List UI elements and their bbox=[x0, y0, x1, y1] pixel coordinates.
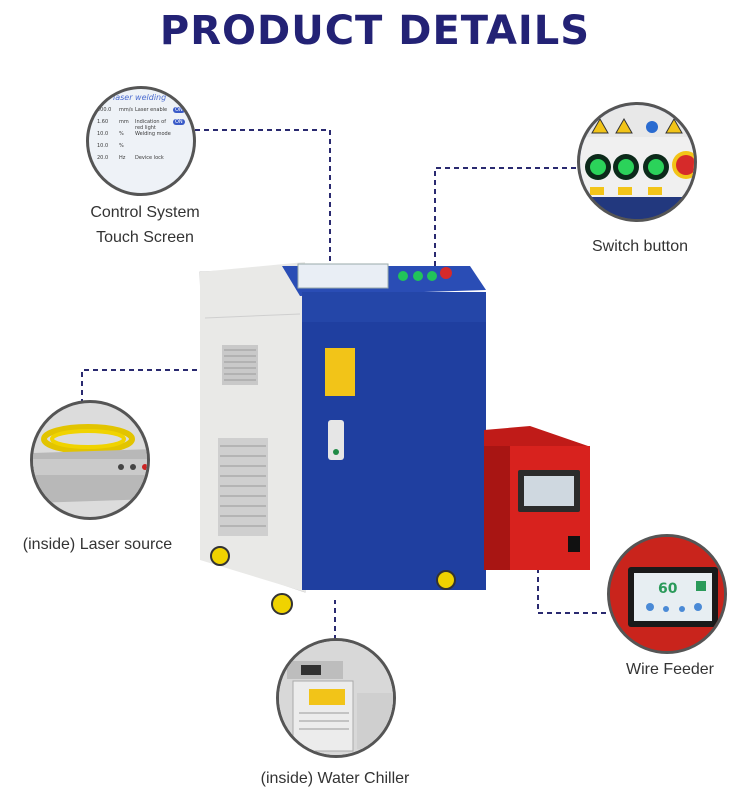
switch-button-circle bbox=[577, 102, 697, 222]
green-button bbox=[648, 159, 664, 175]
screen-rows: 100.0 mm/s Laser enable ON 1.60 mm Indic… bbox=[97, 107, 193, 167]
water-chiller-circle bbox=[276, 638, 396, 758]
wire-feeder-circle: 60 bbox=[607, 534, 727, 654]
screen-row: 10.0 % bbox=[97, 143, 193, 155]
callout-control-line bbox=[195, 129, 331, 262]
cabinet-casters bbox=[210, 546, 456, 615]
label-wire-feeder: Wire Feeder bbox=[625, 661, 715, 678]
callout-switch-line bbox=[434, 167, 580, 275]
row-value: 10.0 bbox=[97, 143, 109, 149]
callout-lines bbox=[81, 129, 608, 640]
row-unit: mm bbox=[119, 119, 129, 125]
row-unit: Hz bbox=[119, 155, 126, 161]
screen-row: 100.0 mm/s Laser enable ON bbox=[97, 107, 193, 119]
row-value: 10.0 bbox=[97, 131, 109, 137]
emergency-stop-button bbox=[676, 155, 694, 175]
row-name: Indication of red light bbox=[135, 119, 167, 131]
laser-source-circle bbox=[30, 400, 150, 520]
label-water-chiller: (inside) Water Chiller bbox=[260, 770, 410, 787]
laser-source-drawing bbox=[33, 424, 147, 503]
wire-feeder-value: 60 bbox=[658, 581, 678, 597]
row-name: Laser enable bbox=[135, 107, 168, 113]
screen-row: 20.0 Hz Device lock bbox=[97, 155, 193, 167]
callout-wire-line bbox=[537, 550, 608, 614]
screen-row: 1.60 mm Indication of red light ON bbox=[97, 119, 193, 131]
water-chiller-drawing bbox=[279, 641, 393, 755]
cabinet-side bbox=[199, 262, 306, 593]
green-button bbox=[618, 159, 634, 175]
screen-row: 10.0 % Welding mode bbox=[97, 131, 193, 143]
row-unit: mm/s bbox=[119, 107, 134, 113]
row-value: 20.0 bbox=[97, 155, 109, 161]
row-value: 1.60 bbox=[97, 119, 109, 125]
wire-feeder-unit bbox=[484, 426, 590, 570]
cabinet-front bbox=[302, 292, 486, 590]
row-name: Welding mode bbox=[135, 131, 171, 137]
screen-header: laser welding bbox=[113, 93, 167, 102]
row-value: 100.0 bbox=[97, 107, 112, 113]
row-name: Device lock bbox=[135, 155, 164, 161]
control-screen-circle: laser welding 100.0 mm/s Laser enable ON… bbox=[86, 86, 196, 196]
row-unit: % bbox=[119, 143, 124, 149]
row-toggle: ON bbox=[173, 119, 185, 125]
label-switch-button: Switch button bbox=[591, 238, 689, 255]
wire-feeder-drawing bbox=[610, 537, 724, 651]
label-line: Touch Screen bbox=[96, 229, 194, 246]
cabinet-top bbox=[282, 263, 486, 296]
row-toggle: ON bbox=[173, 107, 185, 113]
row-unit: % bbox=[119, 131, 124, 137]
label-line: Control System bbox=[90, 204, 200, 221]
label-laser-source: (inside) Laser source bbox=[22, 536, 173, 553]
page-title: PRODUCT DETAILS bbox=[159, 8, 591, 54]
label-control-system: Control System Touch Screen bbox=[70, 200, 220, 250]
green-button bbox=[590, 159, 606, 175]
